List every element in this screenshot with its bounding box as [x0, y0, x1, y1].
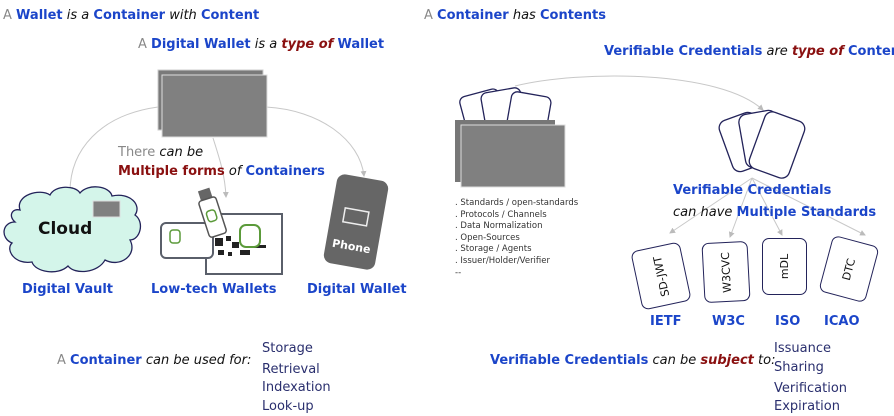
use-item: Retrieval — [262, 362, 320, 377]
phone-icon — [323, 174, 389, 270]
arrow-w3cvc — [728, 177, 753, 238]
subject-item: Issuance — [774, 341, 831, 356]
org-ietf: IETF — [650, 314, 682, 329]
container-item: . Open-Sources — [455, 233, 520, 243]
container-item: . Protocols / Channels — [455, 210, 547, 220]
forms-line1: There can be — [118, 145, 204, 160]
org-w3c: W3C — [712, 314, 745, 329]
subject-caption: Verifiable Credentials can be subject to… — [490, 353, 776, 368]
database-icon — [169, 229, 181, 244]
use-item: Storage — [262, 341, 313, 356]
label-digital-vault: Digital Vault — [22, 282, 114, 297]
right-heading: A Container has Contents — [424, 8, 606, 23]
container-item: . Data Normalization — [455, 221, 543, 231]
standard-card-w3cvc: W3CVC — [701, 240, 751, 304]
arrow-dtc — [751, 177, 866, 236]
arrow-to-lowtech — [212, 137, 229, 198]
use-item: Look-up — [262, 399, 314, 414]
standards-caption-line2: can have Multiple Standards — [673, 205, 877, 220]
cloud-label: Cloud — [38, 219, 93, 239]
subject-item: Expiration — [774, 399, 840, 414]
arrow-to-credentials — [514, 75, 764, 111]
arrow-sdjwt — [669, 177, 753, 234]
left-subheading: A Digital Wallet is a type of Wallet — [138, 37, 385, 52]
org-icao: ICAO — [824, 314, 860, 329]
left-heading: A Wallet is a Container with Content — [3, 8, 260, 23]
container-item: . Storage / Agents — [455, 244, 532, 254]
card-wallet-icon — [160, 222, 214, 259]
right-subheading: Verifiable Credentials are type of Conte… — [604, 44, 894, 59]
standards-caption-line1: Verifiable Credentials — [673, 183, 832, 198]
container-item: -- — [455, 268, 462, 278]
subject-item: Sharing — [774, 360, 824, 375]
wallet-icon — [161, 74, 268, 138]
forms-line2: Multiple forms of Containers — [118, 164, 325, 179]
container-item: . Issuer/Holder/Verifier — [455, 256, 550, 266]
cloud-wallet-icon — [92, 200, 121, 218]
subject-item: Verification — [774, 381, 848, 396]
arrow-mdl — [751, 177, 783, 236]
org-iso: ISO — [775, 314, 801, 329]
arrow-to-cloud — [67, 106, 159, 193]
label-low-tech-wallets: Low-tech Wallets — [151, 282, 277, 297]
standard-card-mdl: mDL — [762, 238, 807, 295]
uses-caption: A Container can be used for: — [57, 353, 252, 368]
credentials-stack-icon — [718, 109, 806, 179]
qr-code-icon — [215, 236, 266, 256]
use-item: Indexation — [262, 380, 331, 395]
container-item: . Standards / open-standards — [455, 198, 579, 208]
database-icon — [239, 224, 261, 248]
label-digital-wallet: Digital Wallet — [307, 282, 407, 297]
container-icon — [460, 124, 566, 188]
usb-stick-icon — [197, 187, 227, 238]
arrow-to-phone — [265, 106, 367, 177]
